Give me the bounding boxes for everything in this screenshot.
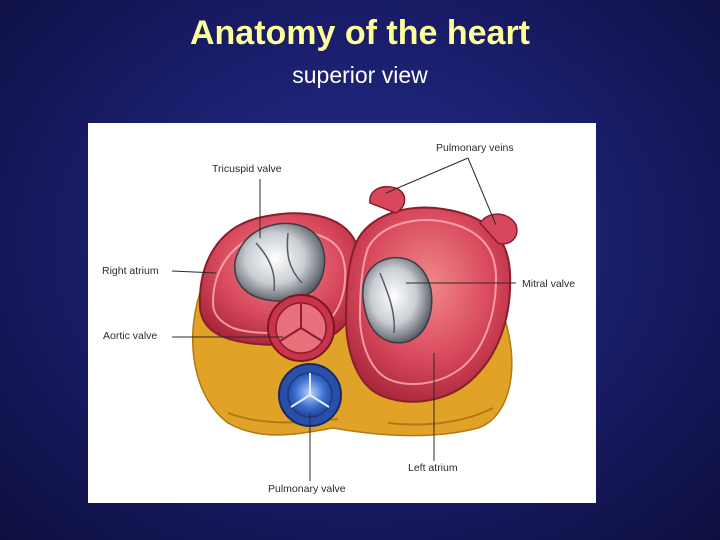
label-mitral-valve: Mitral valve [522, 278, 576, 290]
label-pulmonary-veins: Pulmonary veins [436, 142, 514, 154]
pulmonary-valve-cusps [290, 373, 330, 408]
label-right-atrium: Right atrium [102, 265, 159, 277]
label-aortic-valve: Aortic valve [103, 330, 158, 342]
label-tricuspid-valve: Tricuspid valve [212, 163, 282, 175]
heart-illustration-panel: Pulmonary veins Tricuspid valve Right at… [88, 123, 596, 503]
aortic-valve-cusps [279, 304, 323, 342]
leader-right-atrium [171, 270, 217, 274]
mitral-valve-shape [362, 257, 433, 344]
slide-subtitle: superior view [292, 62, 428, 88]
label-pulmonary-valve: Pulmonary valve [268, 483, 346, 495]
heart-superior-view-illustration [171, 157, 518, 481]
pulmonary-vein-1 [369, 185, 406, 214]
label-left-atrium: Left atrium [408, 462, 458, 474]
slide-title: Anatomy of the heart [189, 14, 531, 52]
leader-pulmonary-veins [385, 157, 497, 226]
tricuspid-valve-shape [233, 222, 326, 302]
